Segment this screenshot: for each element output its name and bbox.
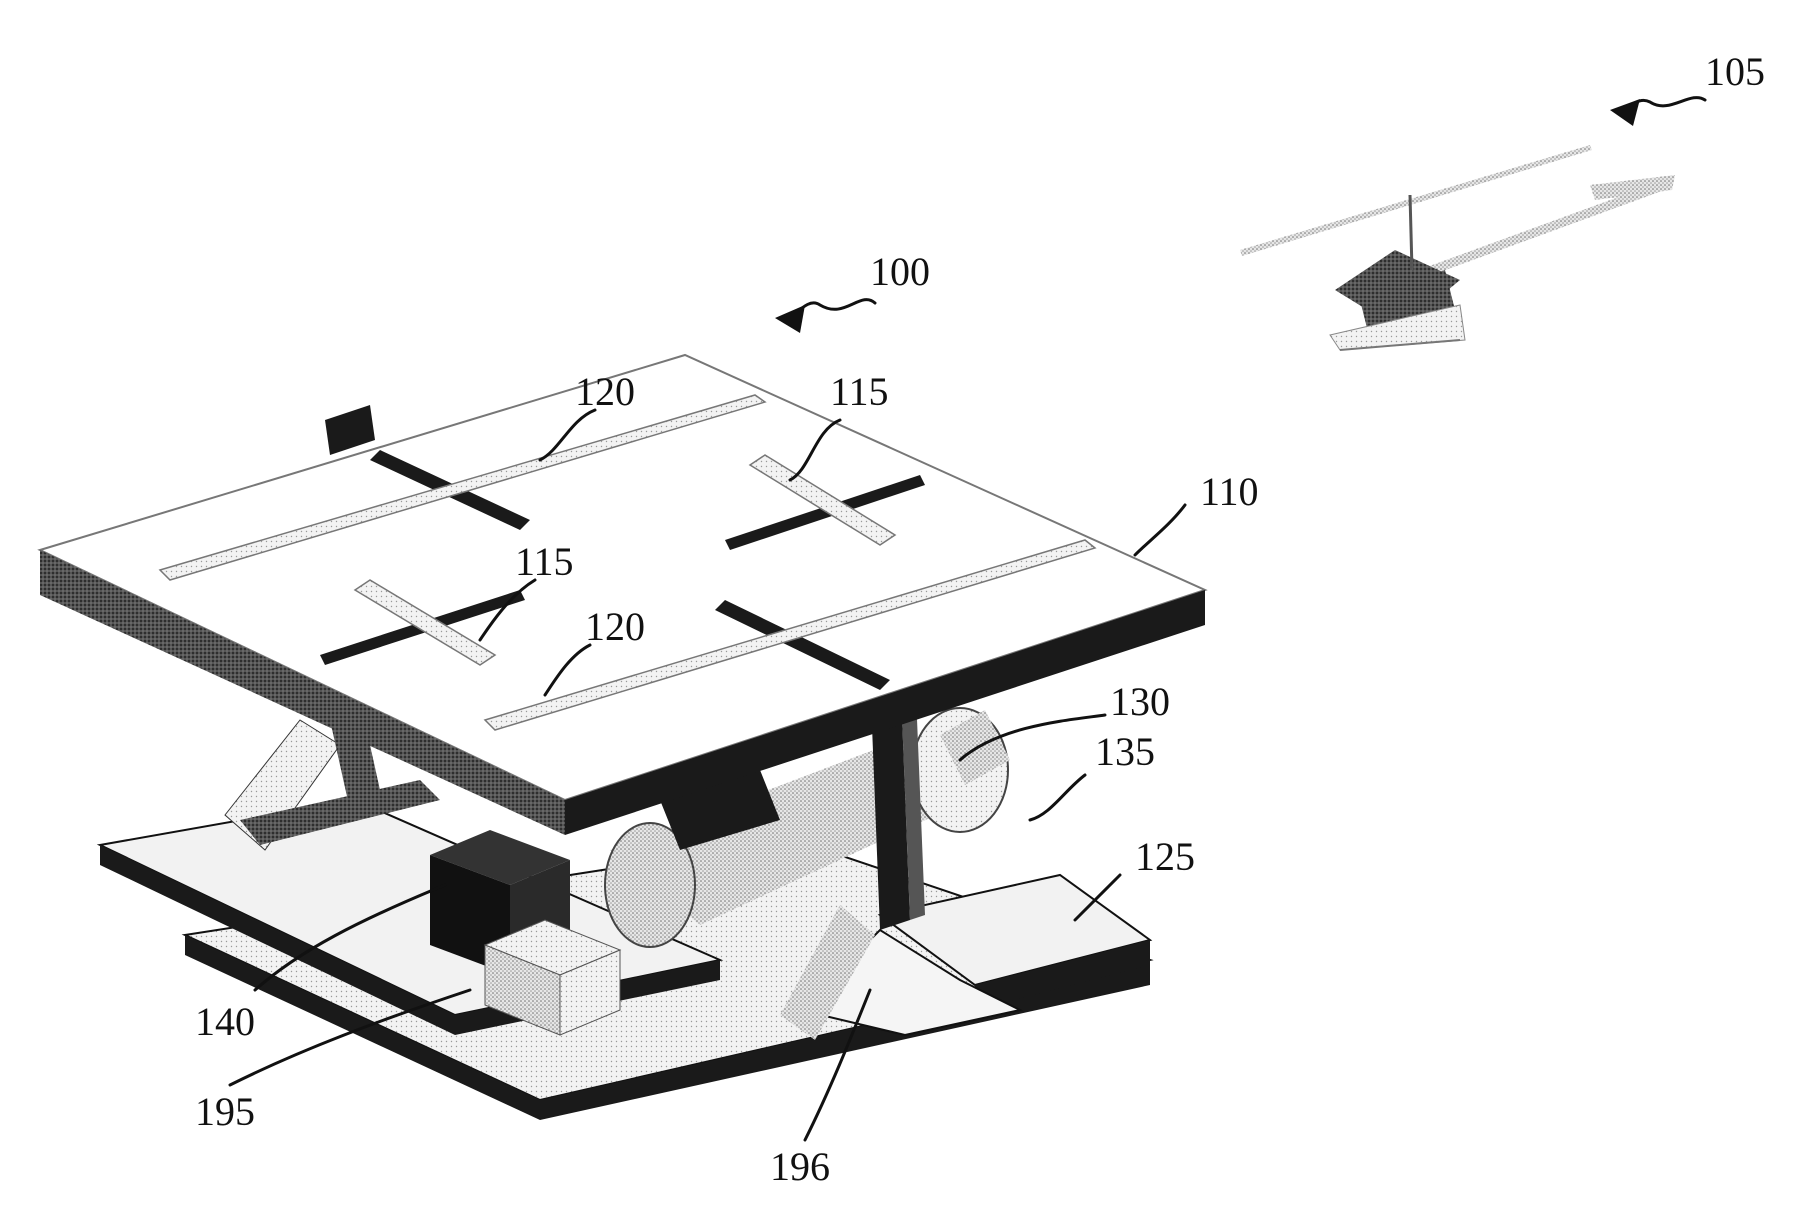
landing-platform-110 xyxy=(37,353,1208,835)
support-post-196 xyxy=(780,665,1023,1040)
leader-lines xyxy=(228,96,1707,1142)
label-130: 130 xyxy=(1110,679,1170,724)
docking-station xyxy=(37,353,1208,1120)
peg-115-right xyxy=(748,454,897,546)
label-140: 140 xyxy=(195,999,255,1044)
label-110: 110 xyxy=(1200,469,1259,514)
label-115-lower: 115 xyxy=(515,539,574,584)
label-105: 105 xyxy=(1705,49,1765,94)
label-115-top: 115 xyxy=(830,369,889,414)
helicopter-105 xyxy=(1240,145,1675,351)
rail-120-front xyxy=(483,539,1097,731)
label-135: 135 xyxy=(1095,729,1155,774)
label-120-top: 120 xyxy=(575,369,635,414)
rail-120-back xyxy=(158,394,767,581)
label-125: 125 xyxy=(1135,834,1195,879)
label-196: 196 xyxy=(770,1144,830,1189)
peg-115-left xyxy=(353,579,497,666)
label-120-lower: 120 xyxy=(585,604,645,649)
label-195: 195 xyxy=(195,1089,255,1134)
label-100: 100 xyxy=(870,249,930,294)
electronics-module-195 xyxy=(483,919,622,1036)
lower-platform-125 xyxy=(877,873,1153,1010)
reference-numerals: 100 105 120 115 110 115 120 130 135 125 … xyxy=(195,49,1765,1189)
